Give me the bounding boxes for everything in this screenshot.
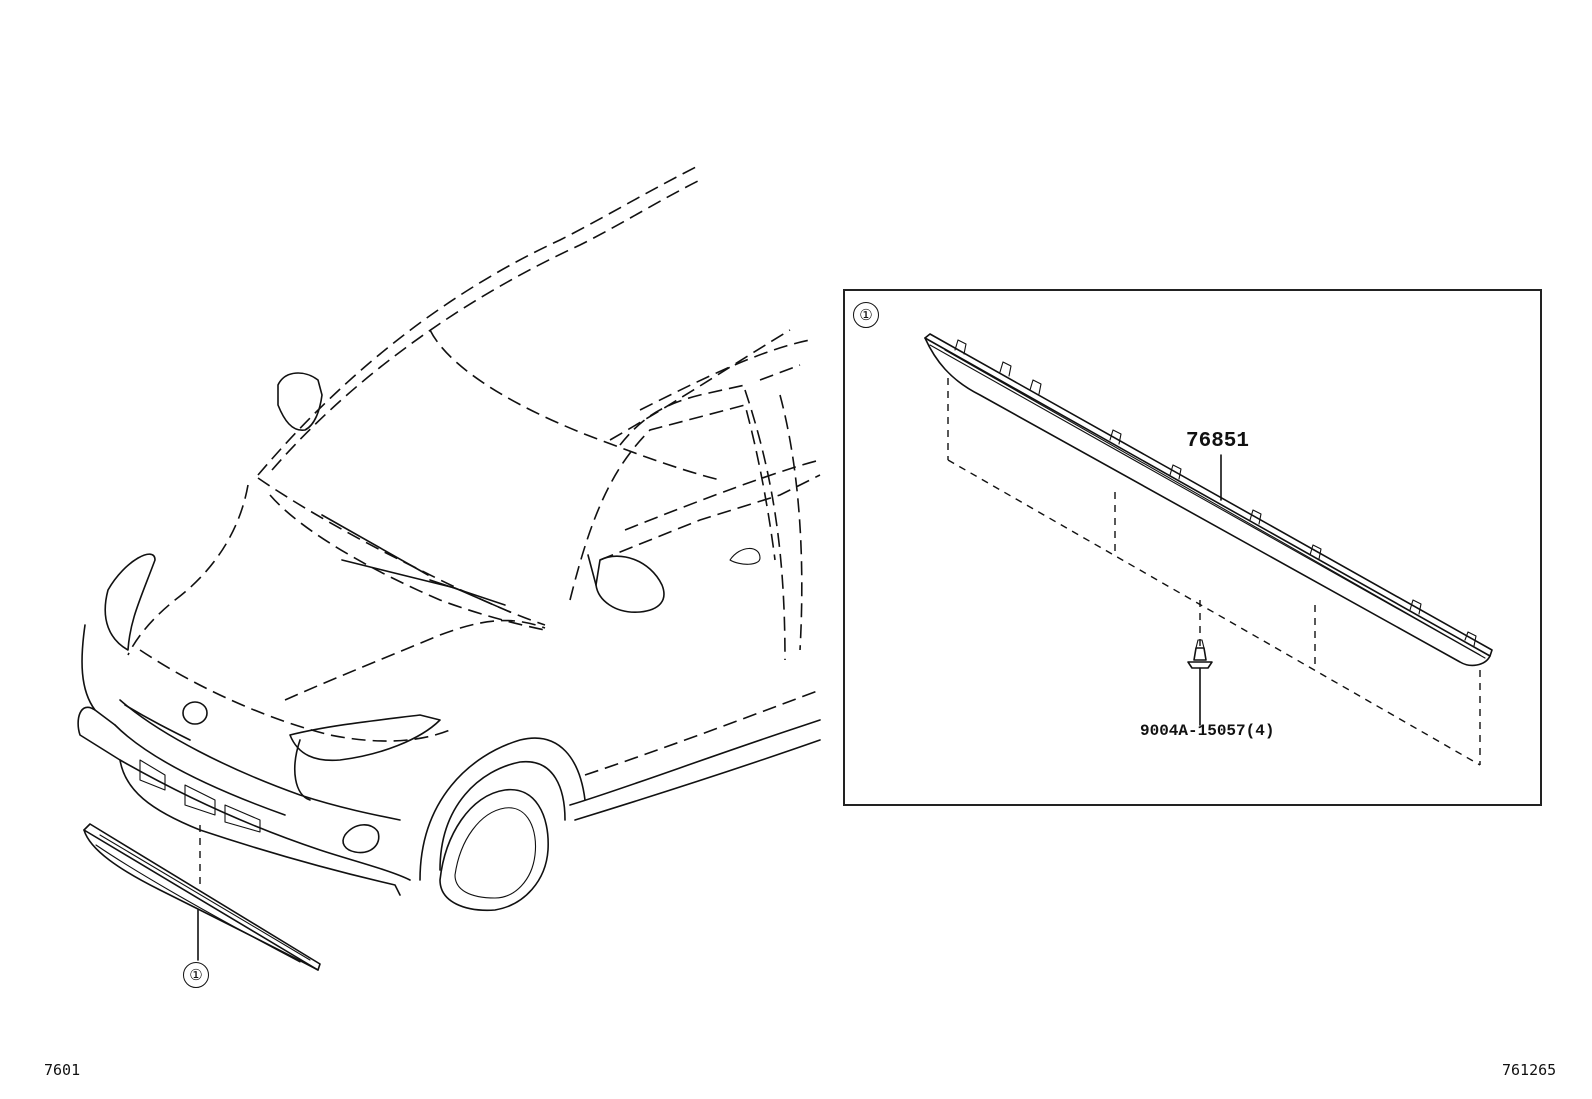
callout-ref-main: ①	[183, 962, 209, 988]
footer-right-code: 761265	[1502, 1061, 1557, 1079]
clip-fastener	[1187, 639, 1213, 726]
part-number-molding: 76851	[1186, 430, 1250, 453]
molding-part-detail	[924, 333, 1493, 766]
vehicle-outline	[77, 164, 821, 912]
callout-ref-detail: ①	[853, 302, 879, 328]
part-number-clip: 9004A-15057(4)	[1140, 722, 1275, 740]
footer-left-code: 7601	[44, 1061, 81, 1079]
molding-part-small	[83, 823, 321, 971]
detail-frame	[843, 289, 1542, 806]
